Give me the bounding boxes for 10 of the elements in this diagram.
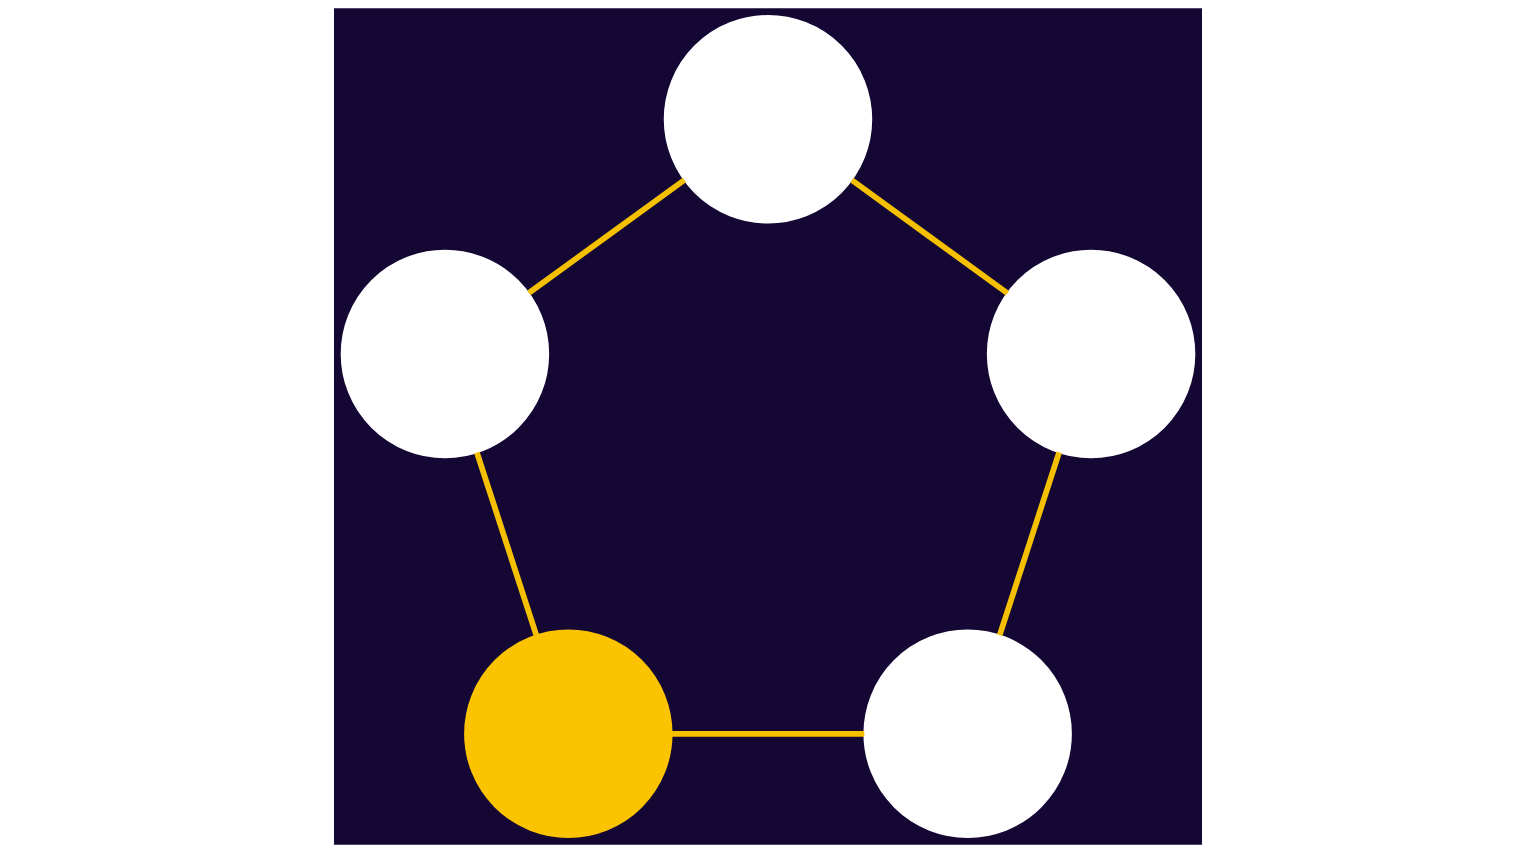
node-circle <box>986 249 1196 459</box>
connector <box>850 177 1010 296</box>
node-circle <box>863 629 1072 838</box>
connector <box>671 730 865 737</box>
connector <box>527 177 687 296</box>
node-circle <box>340 249 550 459</box>
connector <box>474 451 540 637</box>
node-circle <box>464 629 673 838</box>
connector <box>996 451 1062 637</box>
node-circle <box>663 15 873 224</box>
